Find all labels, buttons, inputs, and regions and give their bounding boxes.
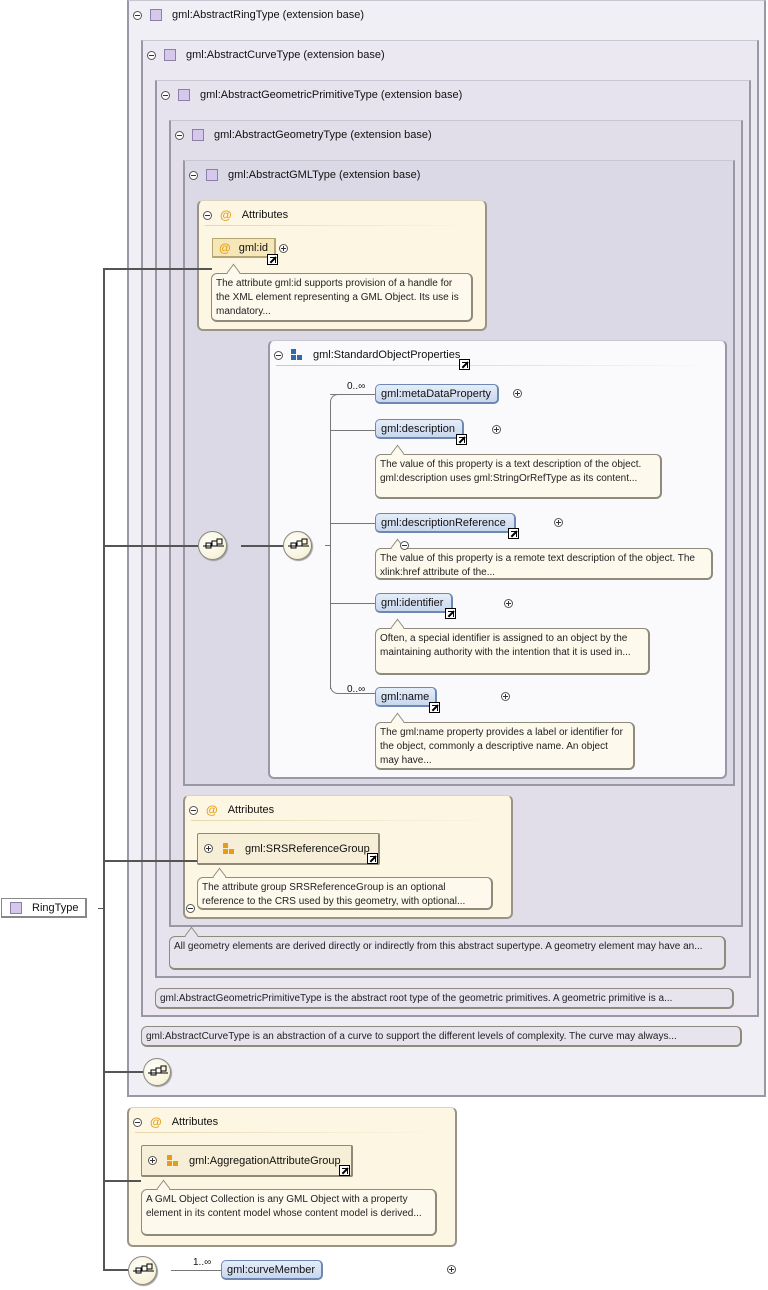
expand-icon[interactable] — [279, 244, 288, 253]
ext-title: gml:AbstractGeometricPrimitiveType (exte… — [200, 89, 463, 101]
collapse-icon[interactable] — [189, 805, 198, 815]
goto-link-icon[interactable] — [456, 434, 467, 445]
collapse-icon[interactable] — [161, 90, 170, 100]
expand-icon[interactable] — [513, 389, 523, 398]
element-label: gml:name — [381, 690, 430, 703]
goto-link-icon[interactable] — [339, 1165, 350, 1176]
goto-link-icon[interactable] — [459, 359, 470, 370]
complex-type-icon — [192, 129, 204, 141]
goto-link-icon[interactable] — [508, 528, 519, 539]
collapse-icon[interactable] — [147, 50, 156, 60]
attribute-label: gml:id — [238, 241, 269, 254]
ext-header: gml:AbstractGeometricPrimitiveType (exte… — [161, 87, 462, 103]
sequence-compositor-icon[interactable] — [143, 1058, 171, 1086]
expand-icon[interactable] — [446, 1265, 456, 1274]
group-header: gml:StandardObjectProperties — [274, 347, 460, 363]
collapse-icon[interactable] — [175, 130, 184, 140]
element-description-reference[interactable]: gml:descriptionReference — [375, 513, 516, 533]
doc-name: The gml:name property provides a label o… — [375, 722, 635, 770]
expand-icon[interactable] — [554, 518, 564, 527]
attribute-icon: @ — [206, 803, 218, 817]
ext-title: gml:AbstractGMLType (extension base) — [228, 169, 421, 181]
cardinality-label: 0..∞ — [347, 381, 366, 392]
attribute-group-label: gml:SRSReferenceGroup — [245, 842, 370, 855]
model-group-icon — [291, 349, 303, 361]
goto-link-icon[interactable] — [367, 853, 378, 864]
collapse-icon[interactable] — [185, 904, 195, 913]
cardinality-label: 1..∞ — [193, 1257, 212, 1268]
doc-abstract-geometry-type: All geometry elements are derived direct… — [169, 936, 726, 970]
attribute-gml-id[interactable]: @ gml:id — [212, 238, 276, 258]
attributes-title: Attributes — [241, 209, 289, 221]
element-label: gml:descriptionReference — [381, 516, 506, 529]
doc-abstract-geometric-primitive-type: gml:AbstractGeometricPrimitiveType is th… — [155, 988, 734, 1009]
element-curve-member[interactable]: gml:curveMember — [221, 1260, 323, 1280]
complex-type-icon — [178, 89, 190, 101]
attribute-icon: @ — [150, 1115, 162, 1129]
ext-header: gml:AbstractGeometryType (extension base… — [175, 127, 432, 143]
expand-icon[interactable] — [148, 1156, 157, 1165]
attribute-icon: @ — [219, 240, 231, 255]
attribute-icon: @ — [220, 208, 232, 222]
doc-srs-reference-group: The attribute group SRSReferenceGroup is… — [197, 877, 493, 910]
complex-type-icon — [10, 901, 22, 914]
ext-title: gml:AbstractRingType (extension base) — [172, 9, 364, 21]
doc-identifier: Often, a special identifier is assigned … — [375, 628, 650, 675]
collapse-icon[interactable] — [400, 541, 410, 550]
doc-gml-id: The attribute gml:id supports provision … — [211, 273, 473, 322]
complex-type-icon — [206, 169, 218, 181]
goto-link-icon[interactable] — [429, 702, 440, 713]
doc-abstract-curve-type: gml:AbstractCurveType is an abstraction … — [141, 1026, 742, 1047]
attributes-title: Attributes — [227, 804, 275, 816]
attribute-group-label: gml:AggregationAttributeGroup — [189, 1154, 341, 1167]
element-identifier[interactable]: gml:identifier — [375, 593, 453, 613]
doc-description: The value of this property is a text des… — [375, 454, 662, 499]
attribute-group-icon — [223, 842, 235, 855]
connector-trunk — [103, 268, 105, 1270]
doc-aggregation-attribute-group: A GML Object Collection is any GML Objec… — [141, 1189, 437, 1236]
sequence-compositor-icon[interactable] — [283, 531, 312, 560]
sequence-compositor-icon[interactable] — [128, 1256, 157, 1285]
element-label: gml:metaDataProperty — [381, 387, 492, 400]
attributes-header: @ Attributes — [203, 207, 288, 223]
sequence-compositor-icon[interactable] — [198, 531, 227, 560]
ext-title: gml:AbstractGeometryType (extension base… — [214, 129, 432, 141]
expand-icon[interactable] — [504, 599, 514, 608]
complex-type-icon — [150, 9, 162, 21]
group-title: gml:StandardObjectProperties — [313, 349, 461, 361]
attributes-header: @ Attributes — [189, 802, 274, 818]
attributes-header: @ Attributes — [133, 1114, 218, 1130]
element-metadata-property[interactable]: gml:metaDataProperty — [375, 384, 499, 404]
attribute-group-srs-reference[interactable]: gml:SRSReferenceGroup — [197, 833, 380, 865]
element-name[interactable]: gml:name — [375, 687, 437, 707]
goto-link-icon[interactable] — [267, 254, 278, 265]
cardinality-label: 0..∞ — [347, 684, 366, 695]
collapse-icon[interactable] — [274, 350, 283, 360]
element-description[interactable]: gml:description — [375, 419, 464, 439]
collapse-icon[interactable] — [133, 10, 142, 20]
collapse-icon[interactable] — [203, 210, 212, 220]
root-element-ringtype[interactable]: RingType — [1, 898, 87, 918]
ext-header: gml:AbstractCurveType (extension base) — [147, 47, 385, 63]
element-label: gml:identifier — [381, 596, 444, 609]
collapse-icon[interactable] — [133, 1117, 142, 1127]
attribute-group-aggregation[interactable]: gml:AggregationAttributeGroup — [141, 1145, 353, 1177]
ext-title: gml:AbstractCurveType (extension base) — [186, 49, 385, 61]
complex-type-icon — [164, 49, 176, 61]
collapse-icon[interactable] — [189, 170, 198, 180]
expand-icon[interactable] — [492, 425, 502, 434]
root-label: RingType — [32, 901, 79, 914]
ext-header: gml:AbstractRingType (extension base) — [133, 7, 364, 23]
attribute-group-icon — [167, 1154, 179, 1167]
attributes-title: Attributes — [171, 1116, 219, 1128]
goto-link-icon[interactable] — [445, 608, 456, 619]
expand-icon[interactable] — [204, 844, 213, 853]
element-label: gml:curveMember — [227, 1263, 316, 1276]
ext-header: gml:AbstractGMLType (extension base) — [189, 167, 420, 183]
expand-icon[interactable] — [501, 692, 511, 701]
element-label: gml:description — [381, 422, 455, 435]
doc-description-reference: The value of this property is a remote t… — [375, 548, 713, 580]
